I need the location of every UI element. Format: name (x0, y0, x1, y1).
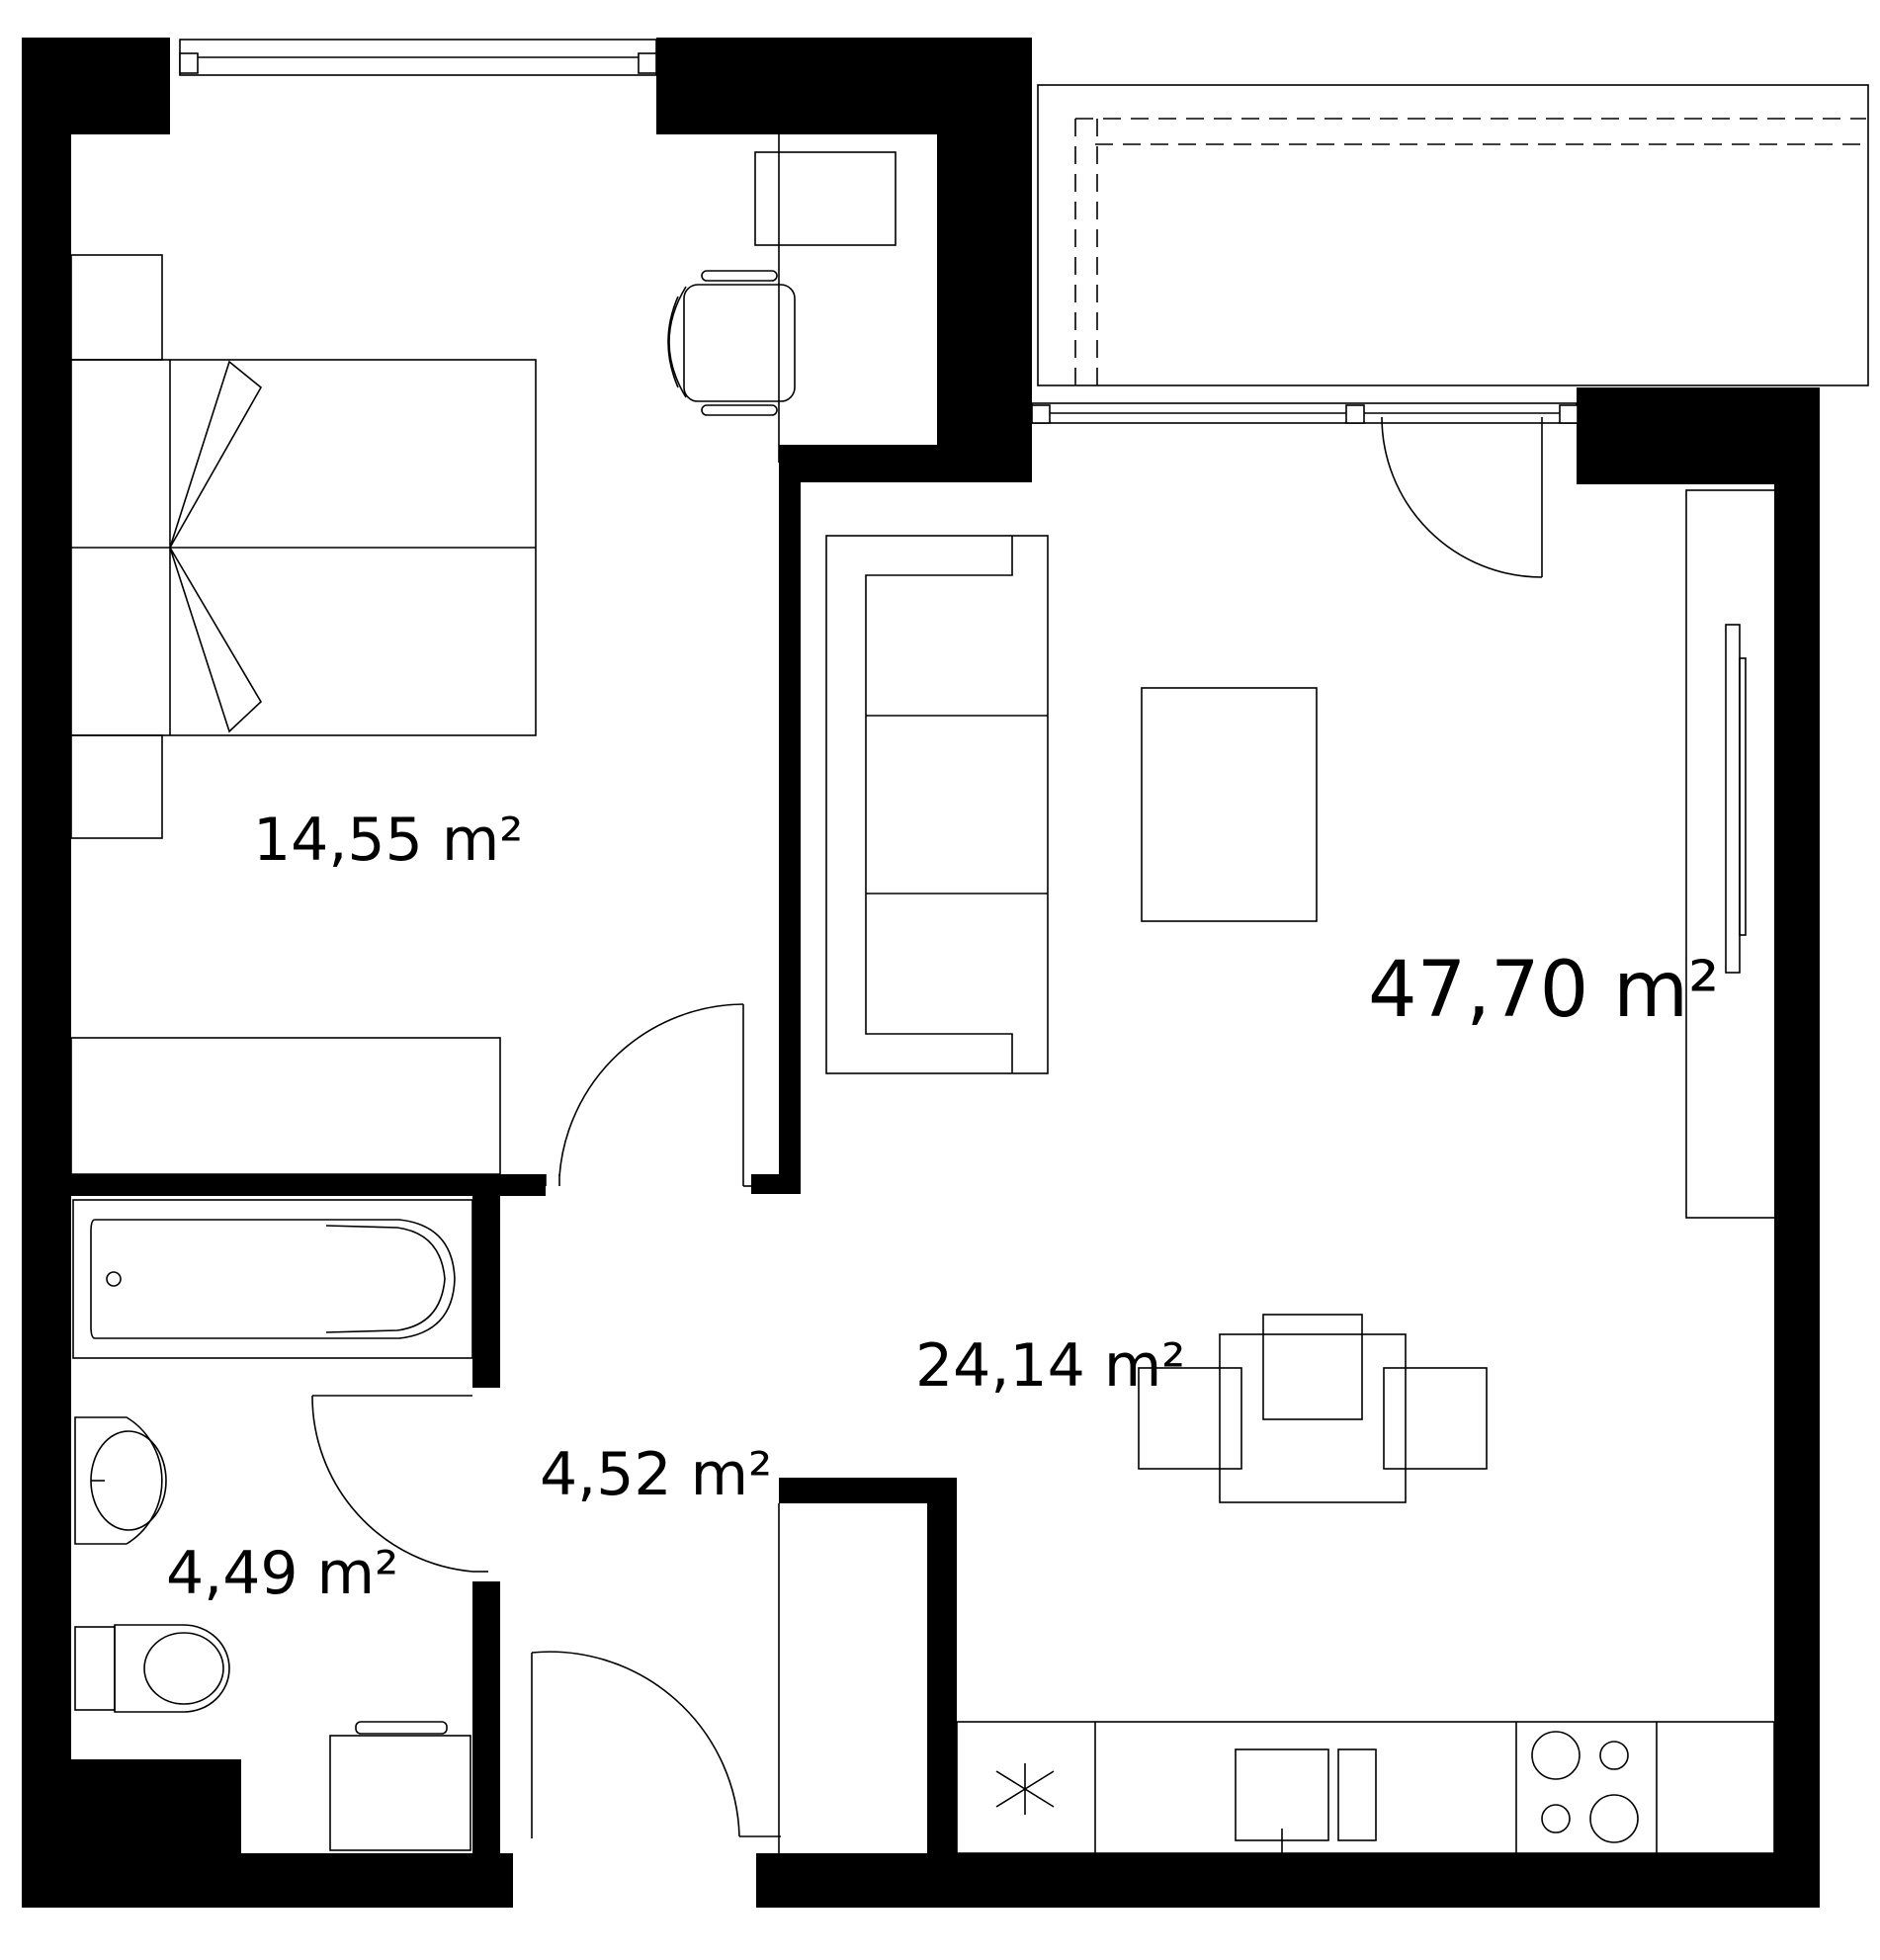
coffee-table (1141, 687, 1318, 922)
sofa (825, 535, 1049, 1074)
bed (70, 254, 537, 839)
cooktop (1531, 1731, 1639, 1843)
door-entrance (531, 1651, 781, 1838)
door-bedroom (545, 1003, 753, 1187)
living-room-area-label: 47,70 m² (1368, 946, 1719, 1035)
bathtub (72, 1199, 473, 1359)
window-living-room (1031, 402, 1579, 424)
window-bedroom (179, 39, 657, 76)
toilet (74, 1624, 230, 1713)
washbasin (74, 1416, 167, 1545)
bathroom-area-label: 4,49 m² (166, 1539, 398, 1608)
dining-set (1138, 1314, 1488, 1503)
balcony (1037, 84, 1869, 386)
tv-cabinet (1685, 489, 1780, 1219)
walls (22, 38, 1820, 1908)
kitchen-sink (1235, 1748, 1377, 1856)
bedroom-area-label: 14,55 m² (253, 806, 523, 875)
door-bathroom (311, 1395, 488, 1573)
desk (754, 134, 897, 463)
hallway-area-label: 4,52 m² (540, 1440, 772, 1509)
washing-machine (329, 1721, 471, 1851)
fridge-icon (995, 1763, 1055, 1815)
desk-chair (667, 270, 796, 416)
door-balcony (1381, 416, 1543, 578)
kitchen-counter (778, 1503, 1775, 1854)
kitchen-dining-area-label: 24,14 m² (915, 1331, 1185, 1401)
wardrobe-bedroom (70, 1037, 501, 1175)
